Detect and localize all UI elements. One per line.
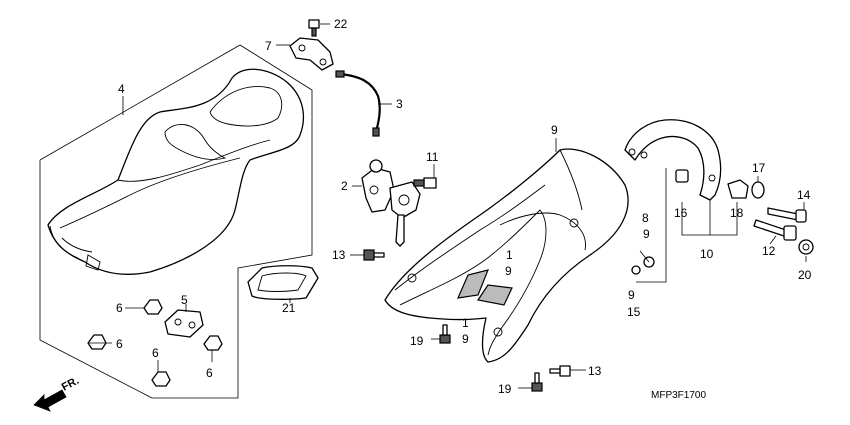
callout-10: 10	[700, 247, 714, 261]
callout-6-left: 6	[116, 337, 123, 351]
cap-part-20[interactable]	[798, 239, 814, 255]
grommet-part-6-mid[interactable]	[151, 371, 171, 387]
washer-part-15[interactable]	[631, 265, 641, 275]
callout-5: 5	[181, 293, 188, 307]
seat-box-outline	[39, 44, 313, 399]
callout-1-upper: 1	[506, 248, 513, 262]
callout-11: 11	[426, 150, 439, 164]
diagram-code: MFP3F1700	[651, 390, 706, 401]
callout-14: 14	[797, 188, 811, 202]
callout-4: 4	[118, 82, 125, 96]
callout-6-right: 6	[206, 366, 213, 380]
lock-part-2[interactable]	[361, 159, 421, 247]
grommet-part-6-top[interactable]	[143, 299, 163, 315]
callout-19-upper: 19	[410, 334, 424, 348]
callout-15: 15	[627, 305, 641, 319]
collar-part-16[interactable]	[675, 169, 689, 183]
direction-label: FR.	[60, 375, 81, 394]
callout-19-lower: 19	[498, 382, 512, 396]
callout-22: 22	[334, 17, 348, 31]
bolt-part-22[interactable]	[308, 19, 320, 37]
grommet-part-6-right[interactable]	[203, 335, 223, 351]
seat-strap-part-21[interactable]	[247, 265, 319, 300]
bolt-part-11[interactable]	[413, 177, 437, 189]
bolt-part-13-lower[interactable]	[549, 365, 571, 377]
callout-9-lower: 9	[462, 332, 469, 346]
front-direction-indicator: FR.	[33, 375, 81, 412]
bolt-part-13-left[interactable]	[363, 249, 385, 261]
bolt-part-19-lower[interactable]	[531, 372, 543, 392]
callout-9-washer: 9	[628, 288, 635, 302]
callout-13-lower: 13	[588, 364, 602, 378]
grab-rail-part-10[interactable]	[624, 119, 722, 201]
bolt-part-12[interactable]	[753, 219, 797, 241]
callout-9-grommet: 9	[643, 227, 650, 241]
callout-8: 8	[642, 211, 649, 225]
callout-labels: 22 7 4 3 9 11 2 17 14 16 18 8 9 10 12 13…	[116, 17, 812, 396]
grommet-part-6-left[interactable]	[87, 334, 107, 350]
collar-part-18[interactable]	[727, 179, 749, 199]
rear-cowl-part-9[interactable]	[384, 148, 629, 363]
seat-part-4[interactable]	[47, 68, 305, 275]
bracket-part-7[interactable]	[289, 37, 334, 71]
arrow-icon	[33, 389, 67, 412]
callout-17: 17	[752, 161, 766, 175]
leader-lines	[88, 23, 807, 389]
bolt-part-19-upper[interactable]	[439, 324, 451, 344]
callout-6-mid: 6	[152, 346, 159, 360]
plate-part-5[interactable]	[164, 309, 204, 338]
washer-part-17[interactable]	[751, 181, 765, 199]
callout-9-cowl: 9	[551, 123, 558, 137]
callout-12: 12	[762, 244, 776, 258]
callout-2: 2	[341, 179, 348, 193]
callout-9-upper: 9	[505, 264, 512, 278]
callout-1-lower: 1	[462, 316, 469, 330]
callout-20: 20	[798, 268, 812, 282]
callout-16: 16	[674, 206, 688, 220]
callout-18: 18	[730, 206, 744, 220]
cable-part-3[interactable]	[335, 70, 381, 137]
callout-13-left: 13	[332, 248, 346, 262]
bolt-part-14[interactable]	[767, 207, 807, 223]
callout-7: 7	[265, 39, 272, 53]
callout-21: 21	[282, 301, 296, 315]
callout-6-top: 6	[116, 301, 123, 315]
callout-3: 3	[396, 97, 403, 111]
